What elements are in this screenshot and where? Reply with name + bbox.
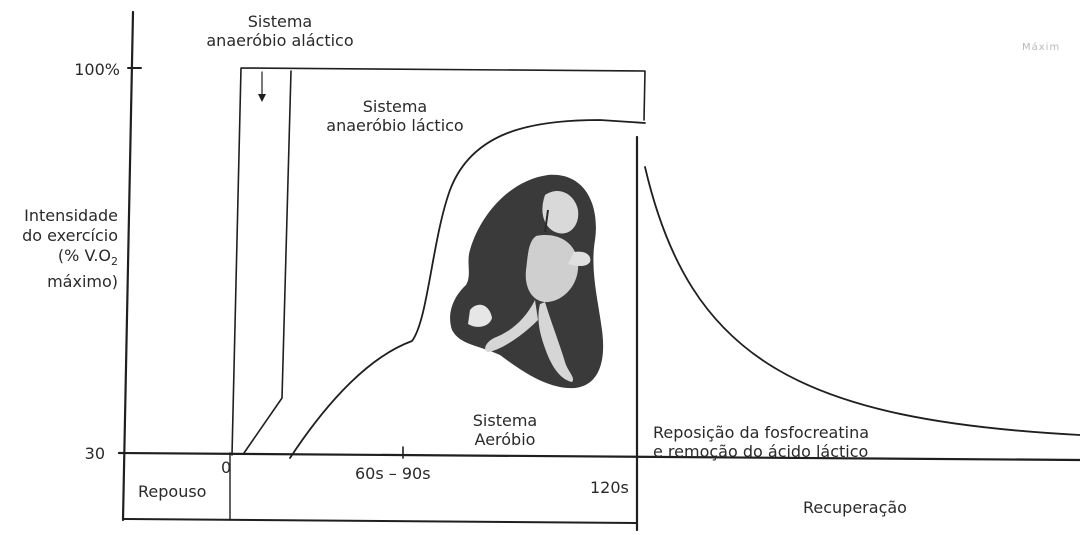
recovery-note: Reposição da fosfocreatina e remoção do … xyxy=(653,423,869,461)
corner-mark: Máxim xyxy=(1022,42,1061,53)
y-tick-label-100: 100% xyxy=(74,60,120,79)
alactic-box-outline xyxy=(231,67,646,456)
y-axis-label-line1: Intensidade xyxy=(24,206,118,225)
alactic-label-line2: anaeróbio aláctico xyxy=(206,31,354,50)
phase-band-bottom xyxy=(122,518,638,524)
y-axis-label-subscript: 2 xyxy=(111,255,118,269)
aerobic-system-label: Sistema Aeróbio xyxy=(450,411,560,449)
lactic-label-line1: Sistema xyxy=(362,97,428,116)
runner-illustration xyxy=(450,174,604,389)
y-axis-label-line2: do exercício xyxy=(22,226,118,245)
y-tick-label-30: 30 xyxy=(84,444,105,463)
aerobic-label-line1: Sistema xyxy=(472,411,538,430)
recovery-note-line2: e remoção do ácido láctico xyxy=(653,442,869,461)
recovery-note-line1: Reposição da fosfocreatina xyxy=(653,423,870,442)
y-axis-label: Intensidade do exercício (% V.O2 máximo) xyxy=(0,206,118,292)
alactic-arrowhead xyxy=(258,94,266,102)
recovery-curve xyxy=(644,166,1080,436)
x-axis xyxy=(117,451,1080,462)
x-tick-label-120: 120s xyxy=(590,478,629,497)
alactic-system-label: Sistema anaeróbio aláctico xyxy=(190,12,370,50)
phase-rest-label: Repouso xyxy=(138,482,207,501)
y-axis xyxy=(121,10,135,522)
x-tick-label-zero: 0 xyxy=(221,458,232,477)
y-axis-label-line4: máximo) xyxy=(47,272,118,292)
y-axis-label-vo2: (% V.O xyxy=(57,246,111,265)
lactic-label-line2: anaeróbio láctico xyxy=(326,116,464,135)
y-axis-label-line3: (% V.O2 xyxy=(0,246,118,272)
lactic-system-label: Sistema anaeróbio láctico xyxy=(305,97,485,135)
alactic-label-line1: Sistema xyxy=(247,12,313,31)
aerobic-label-line2: Aeróbio xyxy=(474,430,536,449)
lactic-curve xyxy=(289,119,646,459)
alactic-curve xyxy=(243,70,292,454)
phase-recovery-label: Recuperação xyxy=(803,498,907,517)
x-tick-label-60-90: 60s – 90s xyxy=(355,464,431,483)
